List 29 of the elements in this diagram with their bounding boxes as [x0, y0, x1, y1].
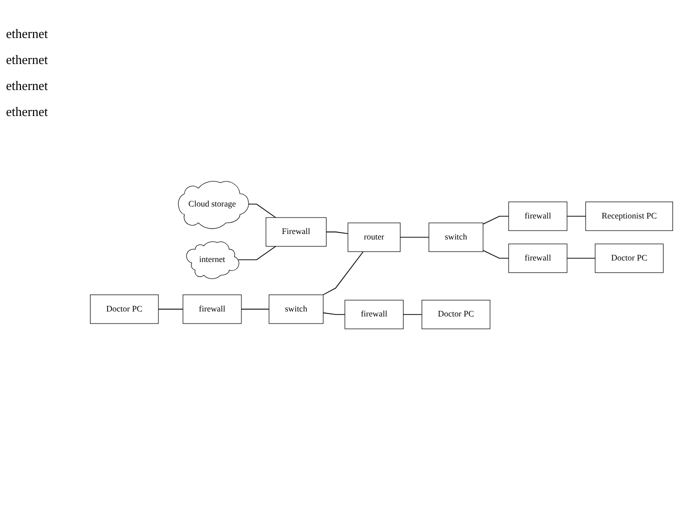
node-box: Doctor PC — [90, 294, 159, 324]
connector — [566, 216, 586, 218]
node-box: router — [348, 223, 400, 252]
node-box: firewall — [344, 300, 404, 330]
node-box: Receptionist PC — [585, 202, 673, 232]
node-box: switch — [268, 294, 324, 324]
node-box: Doctor PC — [422, 300, 490, 330]
connector — [246, 204, 276, 218]
connector — [326, 232, 348, 234]
connection-label: ethernet — [6, 78, 49, 94]
node-box: Doctor PC — [594, 244, 664, 274]
node-box: firewall — [508, 202, 568, 232]
node-box: firewall — [508, 244, 568, 274]
connector — [158, 309, 184, 310]
connector — [482, 250, 510, 260]
connection-label: ethernet — [6, 104, 49, 120]
node-box: Firewall — [266, 218, 327, 248]
connection-label: ethernet — [6, 52, 49, 68]
connector — [240, 309, 270, 310]
connector — [482, 216, 510, 225]
node-box: firewall — [182, 294, 242, 324]
node-box: switch — [428, 223, 484, 252]
connector — [566, 258, 596, 260]
connector — [322, 252, 364, 296]
connector — [400, 237, 430, 238]
connector — [322, 312, 346, 316]
connector — [402, 314, 422, 316]
connector — [238, 246, 276, 261]
connection-label: ethernet — [6, 26, 49, 42]
